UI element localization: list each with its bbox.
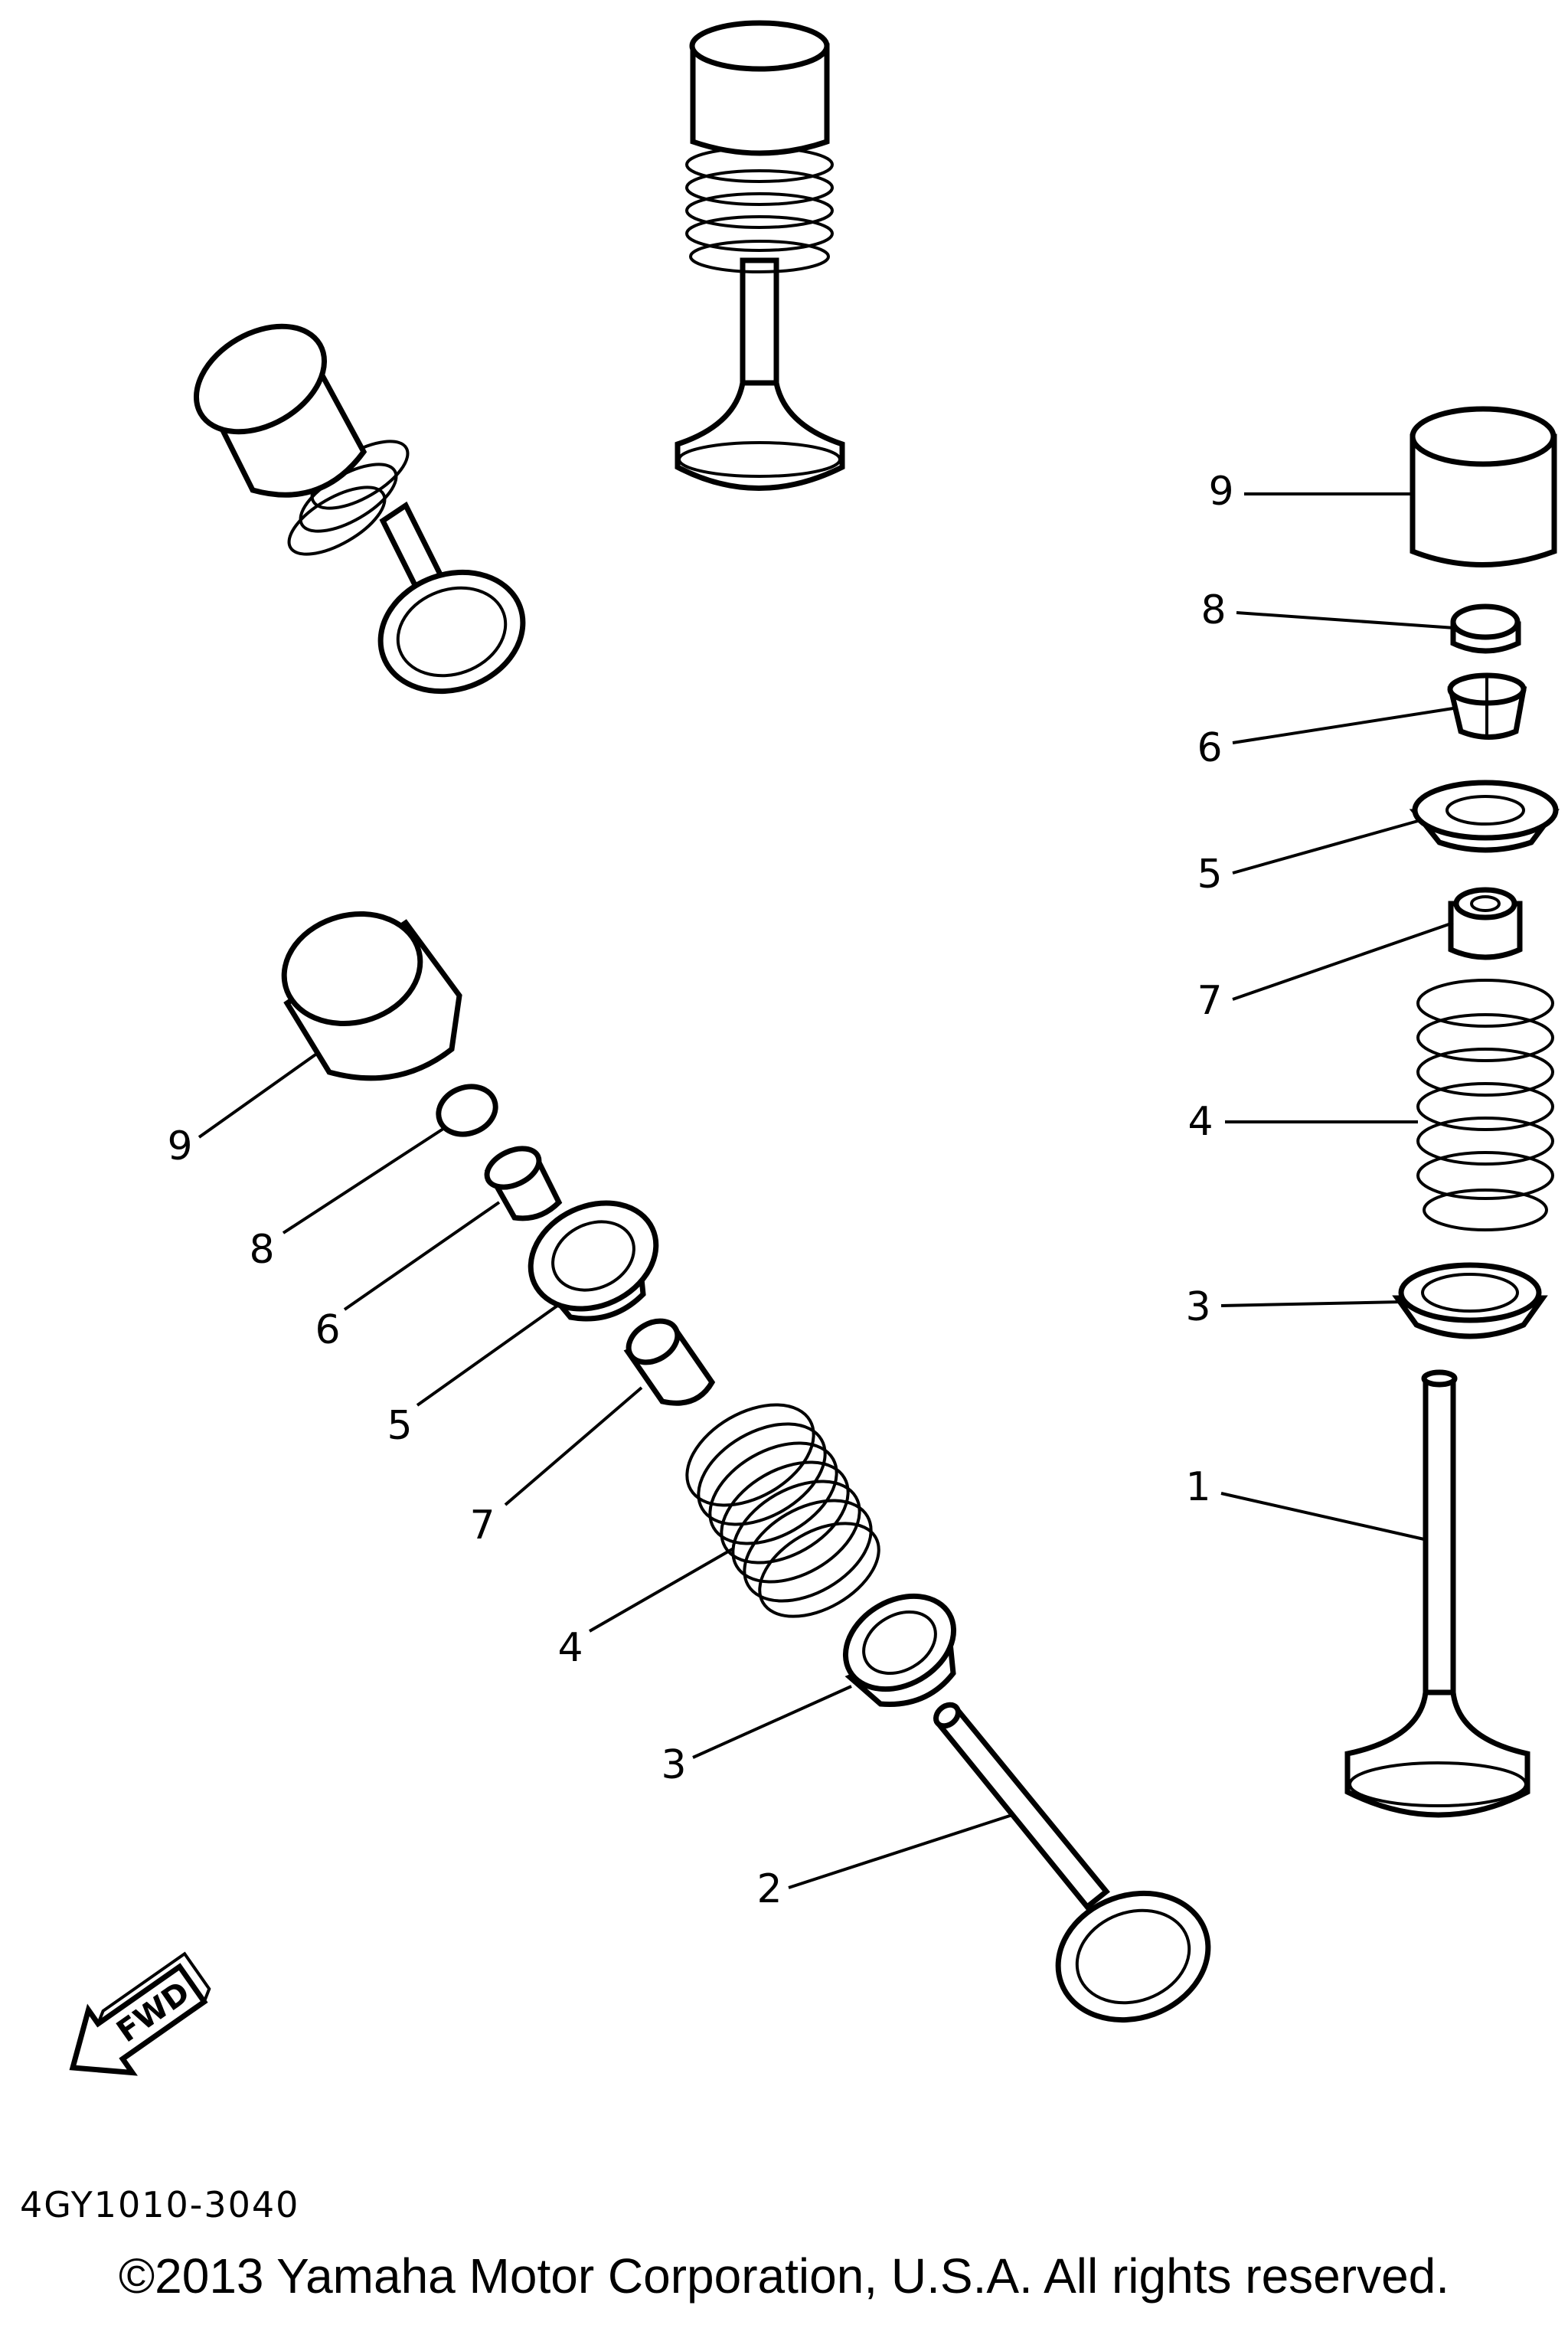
left-part-2-valve — [933, 1702, 1211, 2023]
left-part-4-spring — [685, 1403, 880, 1618]
right-part-6-cotter — [1447, 672, 1527, 740]
right-part-9-tappet — [1410, 406, 1557, 567]
diagonal-exploded-stack — [281, 911, 1211, 2023]
assembled-valve-left — [193, 323, 526, 695]
callout-right-4: 4 — [1187, 1099, 1213, 1145]
right-part-5-retainer — [1409, 780, 1560, 853]
left-part-5-retainer — [528, 1200, 659, 1322]
callout-left-5: 5 — [387, 1403, 412, 1449]
callout-right-3: 3 — [1185, 1284, 1210, 1330]
callout-left-3: 3 — [661, 1742, 686, 1788]
copyright-notice: ©2013 Yamaha Motor Corporation, U.S.A. A… — [118, 2248, 1450, 2304]
right-part-8-shim — [1450, 603, 1521, 654]
right-part-7-seal — [1448, 887, 1523, 960]
callout-right-7: 7 — [1197, 978, 1222, 1024]
callout-right-6: 6 — [1197, 725, 1222, 771]
callout-right-1: 1 — [1185, 1464, 1210, 1510]
left-part-9-tappet — [281, 911, 462, 1081]
right-part-1-valve — [1344, 1369, 1530, 1818]
right-part-4-spring — [1416, 979, 1554, 1231]
callout-left-6: 6 — [315, 1307, 340, 1353]
callout-right-8: 8 — [1200, 587, 1226, 633]
callout-right-5: 5 — [1197, 852, 1222, 898]
leader-lines — [198, 492, 1455, 1889]
left-part-7-seal — [623, 1318, 716, 1406]
callout-left-4: 4 — [557, 1625, 583, 1671]
callout-left-2: 2 — [756, 1866, 782, 1912]
callout-left-7: 7 — [469, 1503, 495, 1548]
diagram-code: 4GY1010-3040 — [20, 2184, 300, 2225]
left-part-3-seat — [842, 1593, 957, 1707]
callout-right-9: 9 — [1208, 469, 1233, 515]
callout-left-8: 8 — [249, 1227, 274, 1273]
right-part-3-seat — [1392, 1262, 1548, 1339]
left-part-6-cotter — [484, 1146, 563, 1221]
left-part-8-shim — [436, 1084, 498, 1137]
fwd-arrow-icon: FWD — [69, 1951, 211, 2076]
assembled-valve-top — [675, 20, 845, 491]
callout-numbers: 9 8 6 5 7 4 3 1 9 8 6 5 7 4 3 2 — [167, 469, 1233, 1912]
right-exploded-stack — [1344, 406, 1560, 1818]
callout-left-9: 9 — [167, 1123, 192, 1169]
